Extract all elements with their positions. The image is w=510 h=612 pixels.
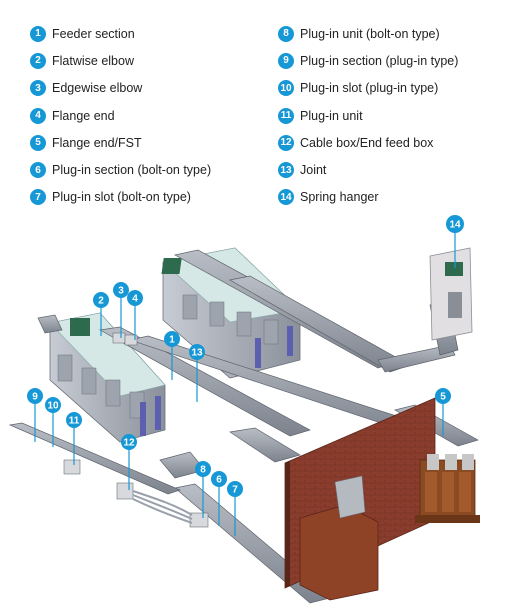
legend-label: Plug-in unit — [300, 108, 363, 123]
callout-pin-10: 10 — [45, 397, 61, 413]
svg-text:6: 6 — [216, 475, 222, 486]
legend-label: Flange end — [52, 108, 115, 123]
number-badge: 3 — [30, 80, 46, 97]
svg-text:9: 9 — [32, 392, 38, 403]
legend-item-4: 4 Flange end — [30, 102, 211, 129]
svg-text:12: 12 — [123, 438, 135, 449]
feed-cables — [132, 490, 193, 524]
busway-system-diagram: 14 2 3 4 1 13 9 10 11 12 8 6 7 5 — [8, 215, 480, 604]
number-badge: 9 — [278, 52, 294, 69]
svg-text:1: 1 — [169, 335, 175, 346]
svg-text:2: 2 — [98, 296, 104, 307]
legend-item-3: 3 Edgewise elbow — [30, 75, 211, 102]
callout-pin-5: 5 — [435, 388, 451, 404]
callout-pin-8: 8 — [195, 461, 211, 477]
legend-label: Plug-in section (plug-in type) — [300, 53, 459, 68]
number-badge: 1 — [30, 25, 46, 42]
transformer-cubicle — [299, 475, 379, 601]
legend-label: Flatwise elbow — [52, 53, 134, 68]
svg-text:11: 11 — [69, 416, 80, 427]
number-badge: 8 — [278, 25, 294, 42]
legend-item-2: 2 Flatwise elbow — [30, 47, 211, 74]
legend-item-7: 7 Plug-in slot (bolt-on type) — [30, 184, 211, 211]
legend-item-10: 10 Plug-in slot (plug-in type) — [278, 75, 458, 102]
legend-item-8: 8 Plug-in unit (bolt-on type) — [278, 20, 458, 47]
legend-label: Plug-in slot (plug-in type) — [300, 81, 439, 96]
callout-pin-14: 14 — [446, 215, 464, 233]
number-badge: 5 — [30, 134, 46, 151]
svg-text:14: 14 — [449, 220, 461, 231]
legend-label: Joint — [300, 163, 327, 178]
number-badge: 7 — [30, 189, 46, 206]
legend-item-9: 9 Plug-in section (plug-in type) — [278, 47, 458, 74]
spring-hanger — [429, 247, 473, 341]
legend-item-12: 12 Cable box/End feed box — [278, 129, 458, 156]
callout-pin-6: 6 — [211, 471, 227, 487]
legend-item-1: 1 Feeder section — [30, 20, 211, 47]
callout-pin-1: 1 — [164, 331, 180, 347]
legend-label: Cable box/End feed box — [300, 135, 434, 150]
callout-pin-2: 2 — [93, 292, 109, 308]
callout-pin-13: 13 — [189, 344, 205, 360]
legend-label: Plug-in section (bolt-on type) — [52, 163, 212, 178]
callout-pins: 14 2 3 4 1 13 9 10 11 12 8 6 7 5 — [27, 215, 464, 497]
svg-text:3: 3 — [118, 286, 124, 297]
callout-pin-7: 7 — [227, 481, 243, 497]
number-badge: 11 — [278, 107, 294, 124]
switchgear-panels-left — [49, 312, 166, 443]
legend-label: Edgewise elbow — [52, 81, 143, 96]
callout-pin-12: 12 — [121, 434, 137, 450]
legend-label: Plug-in unit (bolt-on type) — [300, 26, 440, 41]
svg-text:4: 4 — [132, 294, 138, 305]
number-badge: 12 — [278, 134, 294, 151]
legend-right-column: 8 Plug-in unit (bolt-on type) 9 Plug-in se… — [278, 20, 458, 211]
svg-text:5: 5 — [440, 392, 446, 403]
legend-item-5: 5 Flange end/FST — [30, 129, 211, 156]
number-badge: 14 — [278, 189, 294, 206]
legend-label: Spring hanger — [300, 190, 379, 205]
number-badge: 10 — [278, 80, 294, 97]
number-badge: 2 — [30, 52, 46, 69]
svg-text:10: 10 — [47, 401, 59, 412]
legend-item-13: 13 Joint — [278, 156, 458, 183]
svg-text:13: 13 — [191, 348, 203, 359]
legend-item-6: 6 Plug-in section (bolt-on type) — [30, 156, 211, 183]
legend-item-11: 11 Plug-in unit — [278, 102, 458, 129]
legend-item-14: 14 Spring hanger — [278, 184, 458, 211]
leader-lines — [34, 232, 456, 536]
callout-pin-11: 11 — [66, 412, 82, 428]
svg-text:7: 7 — [232, 485, 238, 496]
legend-label: Feeder section — [52, 26, 135, 41]
dry-type-transformer — [415, 454, 480, 523]
callout-pin-3: 3 — [113, 282, 129, 298]
number-badge: 13 — [278, 162, 294, 179]
legend-label: Flange end/FST — [52, 135, 142, 150]
number-badge: 4 — [30, 107, 46, 124]
svg-text:8: 8 — [200, 465, 206, 476]
number-badge: 6 — [30, 162, 46, 179]
callout-pin-9: 9 — [27, 388, 43, 404]
callout-pin-4: 4 — [127, 290, 143, 306]
legend-left-column: 1 Feeder section 2 Flatwise elbow 3 Edgewis… — [30, 20, 211, 211]
legend-label: Plug-in slot (bolt-on type) — [52, 190, 191, 205]
